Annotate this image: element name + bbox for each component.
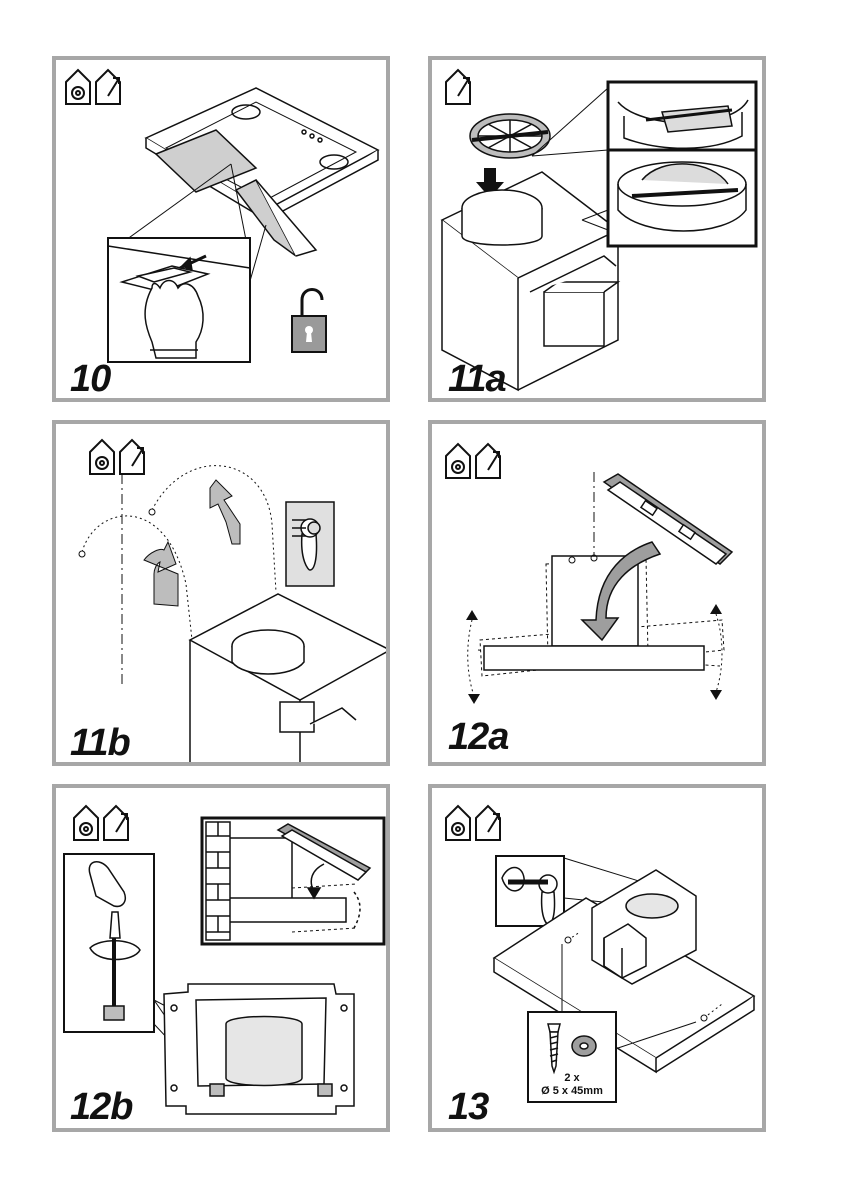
step-11a-illustration — [432, 60, 766, 402]
panel-step-10: 10 — [52, 56, 390, 402]
hood-underside — [146, 88, 378, 256]
step-10-illustration — [56, 60, 390, 402]
screw-quantity-label: 2 x — [528, 1072, 616, 1085]
check-valve — [470, 114, 550, 158]
hood-body — [190, 594, 390, 766]
panel-step-13: 2 x Ø 5 x 45mm 13 — [428, 784, 766, 1132]
recirculation-icon — [446, 444, 470, 478]
panel-step-12b: 12b — [52, 784, 390, 1132]
step-number: 12b — [70, 1088, 132, 1126]
recirculation-icon — [74, 806, 98, 840]
step-number: 11b — [70, 724, 130, 762]
panel-step-11a: 11a — [428, 56, 766, 402]
mounting-bracket — [164, 984, 354, 1114]
duct-out-icon — [96, 70, 120, 104]
recirculation-icon — [446, 806, 470, 840]
step-number: 12a — [448, 718, 508, 756]
screw-size-label: Ø 5 x 45mm — [526, 1085, 618, 1098]
step-12a-illustration — [432, 424, 766, 766]
duct-out-icon — [446, 70, 470, 104]
duct-out-icon — [476, 444, 500, 478]
step-number: 10 — [70, 360, 110, 398]
step-12b-illustration — [56, 788, 390, 1132]
recirculation-icon — [66, 70, 90, 104]
spirit-level — [604, 474, 732, 564]
step-number: 11a — [448, 360, 506, 398]
hood-body — [484, 556, 704, 670]
unlock-icon — [292, 290, 326, 353]
panel-step-12a: 12a — [428, 420, 766, 766]
duct-out-icon — [120, 440, 144, 474]
duct-out-icon — [104, 806, 128, 840]
duct-out-icon — [476, 806, 500, 840]
step-11b-illustration — [56, 424, 390, 766]
recirculation-icon — [90, 440, 114, 474]
step-number: 13 — [448, 1088, 488, 1126]
panel-step-11b: 11b — [52, 420, 390, 766]
